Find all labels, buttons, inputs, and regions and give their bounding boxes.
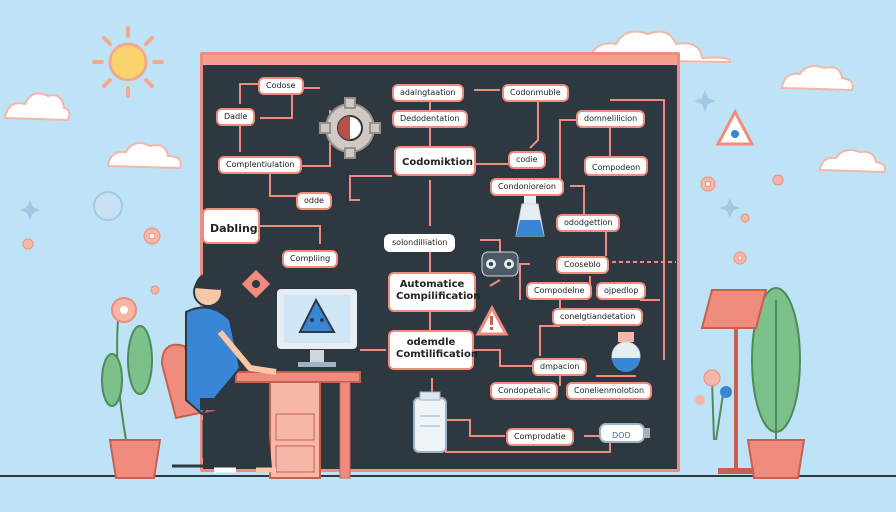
node-codomiktion: Codomiktion xyxy=(394,146,476,176)
battery-label: DOD xyxy=(612,431,631,440)
node-odde: odde xyxy=(296,192,332,210)
node-dadle: Dadle xyxy=(216,108,256,126)
board-frame-top xyxy=(203,55,677,65)
node-odemdle-comtilification: odemdle Comtilification xyxy=(388,330,478,370)
node-comprodatie: Comprodatie xyxy=(506,428,574,446)
node-cooseblo: Cooseblo xyxy=(556,256,609,274)
flower-stems xyxy=(695,369,732,441)
node-ododgettion: ododgettion xyxy=(556,214,621,232)
node-compodelne: Compodelne xyxy=(526,282,593,300)
node-dedodentation: Dedodentation xyxy=(392,110,468,128)
warning-triangle-icon xyxy=(475,304,509,336)
node-compodeon: Compodeon xyxy=(584,156,648,176)
floor-lamp xyxy=(700,289,768,474)
desk xyxy=(235,371,361,479)
node-codonmuble: Codonmuble xyxy=(502,84,569,102)
battery-icon xyxy=(599,423,650,443)
person-figure xyxy=(185,273,277,473)
monitor-icon xyxy=(275,287,359,367)
node-compliing: Compliing xyxy=(282,250,339,268)
robot-face-icon xyxy=(481,251,519,277)
node-codose: Codose xyxy=(258,77,304,95)
flower-icon xyxy=(22,174,784,295)
gear-icon xyxy=(319,97,381,159)
node-complentiulation: Complentiulation xyxy=(218,156,303,174)
node-ojpedlop: ojpedlop xyxy=(596,282,647,300)
node-coneliemolotion: Conelienmolotion xyxy=(566,382,653,400)
potted-plant-left xyxy=(101,297,162,479)
sparkle-icon xyxy=(20,90,740,221)
sun-icon xyxy=(92,26,164,98)
node-codie: codie xyxy=(508,151,546,169)
node-condopetalic: Condopetalic xyxy=(490,382,559,400)
flask-icon xyxy=(515,194,545,237)
node-dmpacion: dmpacion xyxy=(532,358,588,376)
node-dabling: Dabling xyxy=(202,208,260,244)
potion-bottle-icon xyxy=(611,332,641,372)
node-automatic-compilification: Automatice Compilification xyxy=(388,272,480,312)
node-adalngtaation: adalngtaation xyxy=(392,84,464,102)
warning-sign-icon xyxy=(715,108,755,146)
node-condonioreion: Condonioreion xyxy=(490,178,564,196)
node-domnelilicion: domnelilicion xyxy=(576,110,646,128)
node-solondilliation: solondilliation xyxy=(384,234,456,252)
node-conelgtiandetation: conelgtiandetation xyxy=(552,308,644,326)
jar-icon xyxy=(413,391,447,453)
potted-plant-right xyxy=(746,287,806,479)
